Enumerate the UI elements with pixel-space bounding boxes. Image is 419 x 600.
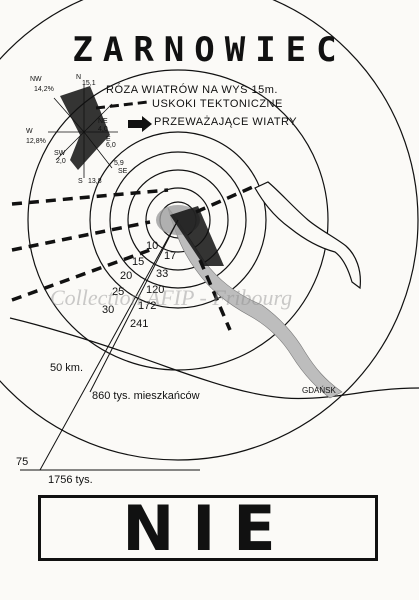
- fault-line-4: [195, 184, 256, 214]
- ring-25: [109, 151, 247, 289]
- rose-value-sw: 2,0: [56, 158, 66, 165]
- watermark: Collection AFIP - Fribourg: [50, 285, 293, 310]
- legend-wind-rose: RÓZA WIATRÓW NA WYS 15m.: [106, 84, 278, 96]
- fault-line-3: [11, 248, 151, 302]
- tectonic-faults: [11, 184, 256, 331]
- rose-value-se: 5,9: [114, 160, 124, 167]
- legend-symbols: [95, 100, 152, 132]
- rose-value-s: 13,8: [88, 178, 102, 185]
- population-172: 172: [138, 300, 157, 312]
- distance-10: 10: [146, 240, 159, 252]
- radius-pointers: [20, 219, 200, 471]
- distance-25: 25: [112, 286, 125, 298]
- bottom-box: NIE: [38, 492, 378, 565]
- rose-label-n: N: [76, 74, 82, 81]
- hel-peninsula-outline: [254, 181, 361, 290]
- rose-value-ne: 4,0: [98, 126, 108, 133]
- distance-20: 20: [120, 270, 133, 282]
- rose-label-sw: SW: [54, 150, 66, 157]
- population-33: 33: [156, 268, 169, 280]
- rose-label-ne: NE: [98, 118, 108, 125]
- rose-label-e: E: [106, 136, 111, 143]
- population-860-label: 860 tys. mieszkańców: [92, 390, 200, 402]
- city-label-gdansk: GDAŃSK: [302, 386, 336, 395]
- fault-line-1: [11, 188, 169, 206]
- fault-line-2: [11, 220, 151, 252]
- rose-label-nw: NW: [30, 76, 42, 83]
- radius-50-label: 50 km.: [50, 362, 84, 374]
- ring-50: [27, 69, 329, 371]
- coastline: [9, 317, 419, 400]
- ring-20: [127, 169, 229, 271]
- distance-30: 30: [102, 304, 115, 316]
- radius-50-pointer: [89, 219, 179, 393]
- rose-axis-sw: [55, 131, 85, 161]
- rose-axis-ne: [83, 103, 113, 133]
- population-1756-label: 1756 tys.: [48, 474, 93, 486]
- rose-label-se: SE: [118, 168, 128, 175]
- radius-75-label: 75: [16, 456, 29, 468]
- legend-prevailing: PRZEWAŻAJĄCE WIATRY: [154, 116, 298, 128]
- rose-value-w: 12,8%: [26, 138, 46, 145]
- bottom-word: NIE: [122, 491, 294, 565]
- distance-rings: [0, 0, 419, 461]
- population-241: 241: [130, 318, 149, 330]
- rose-label-w: W: [26, 128, 33, 135]
- legend-wind-arrow-icon: [128, 116, 152, 132]
- legend-faults: USKOKI TEKTONICZNE: [152, 98, 283, 110]
- rose-value-e: 6,0: [106, 142, 116, 149]
- rose-axis-nw: [53, 97, 85, 133]
- population-17: 17: [164, 250, 177, 262]
- radius-75-pointer: [39, 219, 179, 471]
- prevailing-wind-arrow: [170, 206, 224, 266]
- population-120: 120: [146, 284, 165, 296]
- rose-label-s: S: [78, 178, 83, 185]
- rose-axis-se: [83, 131, 113, 169]
- legend-fault-symbol: [95, 100, 149, 110]
- fallout-plume: [167, 207, 343, 399]
- poster-title: ZARNOWIEC: [72, 30, 347, 70]
- ring-15: [145, 187, 211, 253]
- fault-line-5: [198, 259, 232, 331]
- ring-75: [0, 0, 419, 461]
- ring-30: [89, 131, 267, 309]
- rose-value-nw: 14,2%: [34, 86, 54, 93]
- distance-15: 15: [132, 256, 145, 268]
- rose-value-n: 15,1: [82, 80, 96, 87]
